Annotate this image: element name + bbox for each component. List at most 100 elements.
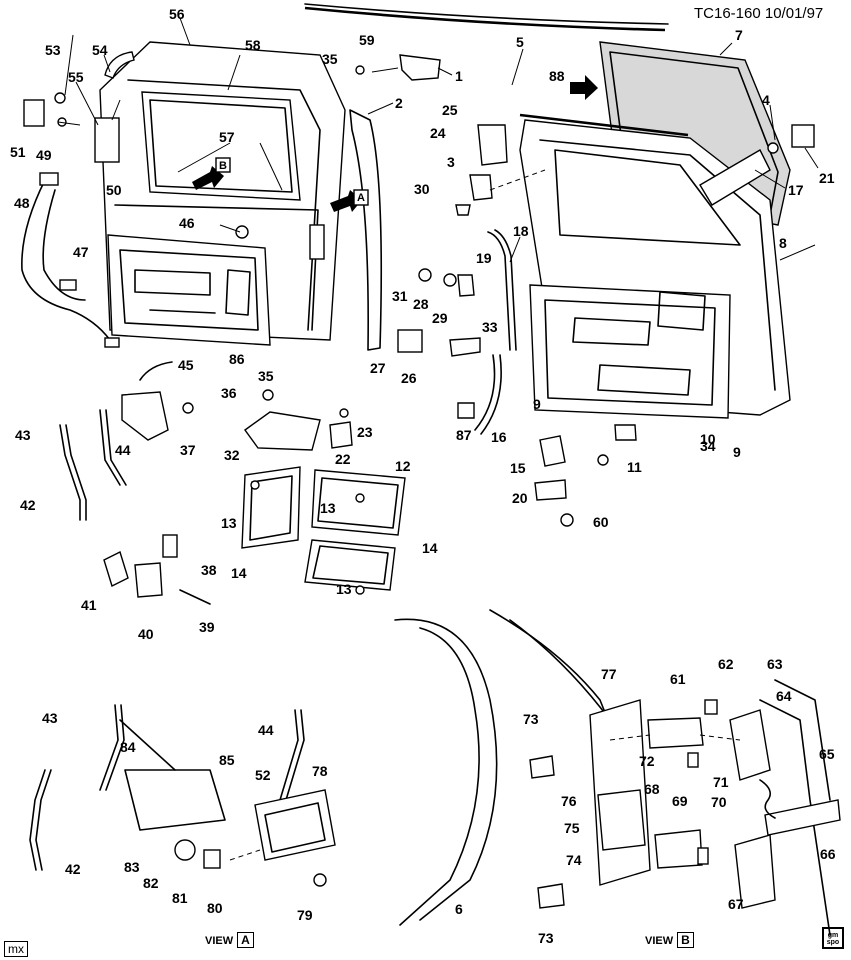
callout-87: 87 (456, 427, 472, 443)
callout-36: 36 (221, 385, 237, 401)
callout-15: 15 (510, 460, 526, 476)
callout-35b: 35 (258, 368, 274, 384)
callout-34: 34 (700, 438, 716, 454)
callout-64: 64 (776, 688, 792, 704)
callout-37: 37 (180, 442, 196, 458)
callout-4: 4 (762, 92, 770, 108)
callout-66: 66 (820, 846, 836, 862)
callout-17: 17 (788, 182, 804, 198)
callout-78: 78 (312, 763, 328, 779)
callout-59: 59 (359, 32, 375, 48)
callout-33: 33 (482, 319, 498, 335)
callout-45: 45 (178, 357, 194, 373)
callout-70: 70 (711, 794, 727, 810)
callout-79: 79 (297, 907, 313, 923)
callout-26: 26 (401, 370, 417, 386)
callout-21: 21 (819, 170, 835, 186)
callout-83: 83 (124, 859, 140, 875)
callout-88: 88 (549, 68, 565, 84)
callout-63: 63 (767, 656, 783, 672)
callout-86: 86 (229, 351, 245, 367)
callout-43a: 43 (15, 427, 31, 443)
corner-tag: mx (4, 941, 28, 957)
callout-46: 46 (179, 215, 195, 231)
callout-85: 85 (219, 752, 235, 768)
callout-72: 72 (639, 753, 655, 769)
callout-18: 18 (513, 223, 529, 239)
callout-32: 32 (224, 447, 240, 463)
callout-82: 82 (143, 875, 159, 891)
callout-51: 51 (10, 144, 26, 160)
callout-a-letter: A (357, 192, 365, 204)
callout-14a: 14 (231, 565, 247, 581)
callout-8: 8 (779, 235, 787, 251)
callout-60: 60 (593, 514, 609, 530)
callout-76: 76 (561, 793, 577, 809)
callout-12: 12 (395, 458, 411, 474)
roof-weatherstrip-59 (304, 6, 666, 32)
callout-53: 53 (45, 42, 61, 58)
callout-67: 67 (728, 896, 744, 912)
callout-73b: 73 (538, 930, 554, 946)
right-rear-door (519, 41, 791, 419)
callout-40: 40 (138, 626, 154, 642)
callout-30: 30 (414, 181, 430, 197)
callout-31: 31 (392, 288, 408, 304)
callout-44a: 44 (115, 442, 131, 458)
drawing-code: TC16-160 10/01/97 (694, 5, 824, 22)
callout-16: 16 (491, 429, 507, 445)
callout-42b: 42 (65, 861, 81, 877)
callout-2: 2 (395, 95, 403, 111)
callout-57: 57 (219, 129, 235, 145)
callout-20: 20 (512, 490, 528, 506)
left-rear-door (99, 41, 346, 346)
callout-62: 62 (718, 656, 734, 672)
callout-75: 75 (564, 820, 580, 836)
callout-1: 1 (455, 68, 463, 84)
callout-11: 11 (627, 459, 642, 475)
callout-61: 61 (670, 671, 686, 687)
view-b-detail (394, 609, 841, 936)
callout-71: 71 (713, 774, 729, 790)
callout-25: 25 (442, 102, 458, 118)
callout-80: 80 (207, 900, 223, 916)
callout-41: 41 (81, 597, 97, 613)
callout-58: 58 (245, 37, 261, 53)
callout-68: 68 (644, 781, 660, 797)
callout-9: 9 (533, 396, 541, 412)
callout-42a: 42 (20, 497, 36, 513)
callout-39: 39 (199, 619, 215, 635)
callout-13c: 13 (336, 581, 352, 597)
callout-9: 9 (733, 444, 741, 460)
callout-13a: 13 (221, 515, 237, 531)
callout-28: 28 (413, 296, 429, 312)
callout-47: 47 (73, 244, 89, 260)
callout-24: 24 (430, 125, 446, 141)
callout-29: 29 (432, 310, 448, 326)
callout-54: 54 (92, 42, 108, 58)
callout-50: 50 (106, 182, 122, 198)
callout-13b: 13 (320, 500, 336, 516)
callout-10: 10 (700, 431, 716, 447)
callout-7: 7 (735, 27, 743, 43)
callout-22: 22 (335, 451, 351, 467)
callout-81: 81 (172, 890, 188, 906)
callout-44b: 44 (258, 722, 274, 738)
view-a-detail (29, 704, 336, 887)
callout-23: 23 (357, 424, 373, 440)
callout-43b: 43 (42, 710, 58, 726)
callout-6: 6 (455, 901, 463, 917)
callout-38: 38 (201, 562, 217, 578)
callout-5: 5 (516, 34, 524, 50)
callout-35a: 35 (322, 51, 338, 67)
callout-55: 55 (68, 69, 84, 85)
callout-27: 27 (370, 360, 386, 376)
callout-52: 52 (255, 767, 271, 783)
callout-48: 48 (14, 195, 30, 211)
callout-73a: 73 (523, 711, 539, 727)
callout-49: 49 (36, 147, 52, 163)
